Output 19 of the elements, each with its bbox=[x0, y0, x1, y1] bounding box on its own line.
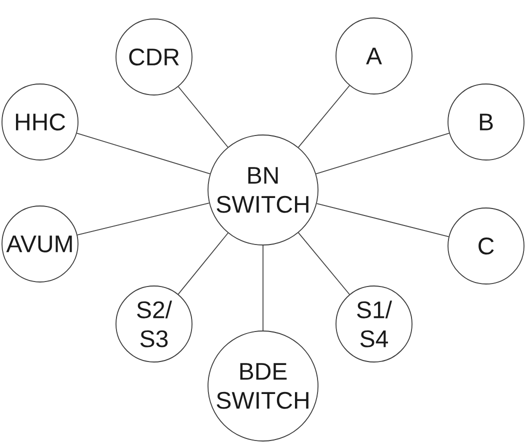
connector-line bbox=[316, 203, 450, 238]
connector-line bbox=[262, 245, 264, 331]
circle-node: AVUM bbox=[2, 206, 78, 282]
circle-node: B bbox=[448, 84, 524, 160]
connector-line bbox=[316, 132, 450, 174]
connector-line bbox=[178, 86, 228, 148]
circle-node: C bbox=[448, 208, 524, 284]
circle-node: BN SWITCH bbox=[208, 134, 318, 246]
connector-line bbox=[298, 85, 350, 148]
connector-line bbox=[178, 232, 228, 295]
connector-line bbox=[76, 202, 210, 236]
connector-line bbox=[76, 132, 210, 174]
circle-node: A bbox=[336, 18, 412, 94]
circle-node: BDE SWITCH bbox=[208, 330, 318, 442]
circle-node: S1/ S4 bbox=[336, 286, 412, 362]
circle-node: S2/ S3 bbox=[116, 286, 192, 362]
circle-node: HHC bbox=[2, 84, 78, 160]
circle-node: CDR bbox=[116, 18, 192, 96]
connector-line bbox=[298, 232, 350, 295]
